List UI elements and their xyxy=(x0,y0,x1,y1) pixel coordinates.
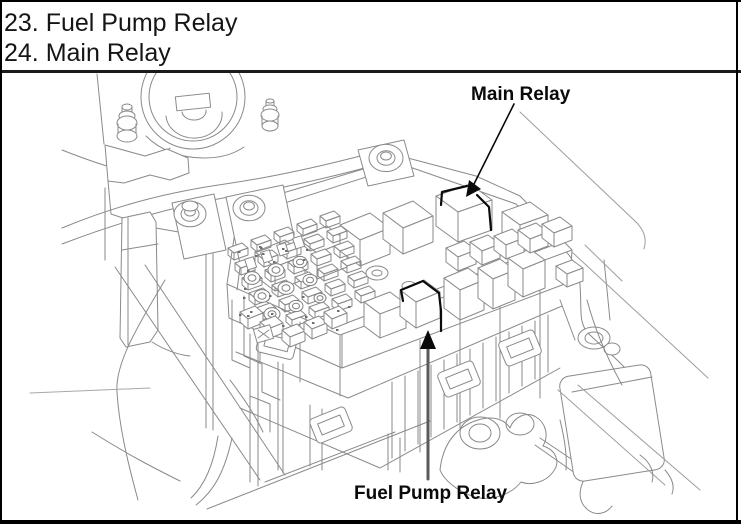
svg-text:Fuel Pump Relay: Fuel Pump Relay xyxy=(354,483,508,504)
svg-text:Main Relay: Main Relay xyxy=(471,84,571,105)
